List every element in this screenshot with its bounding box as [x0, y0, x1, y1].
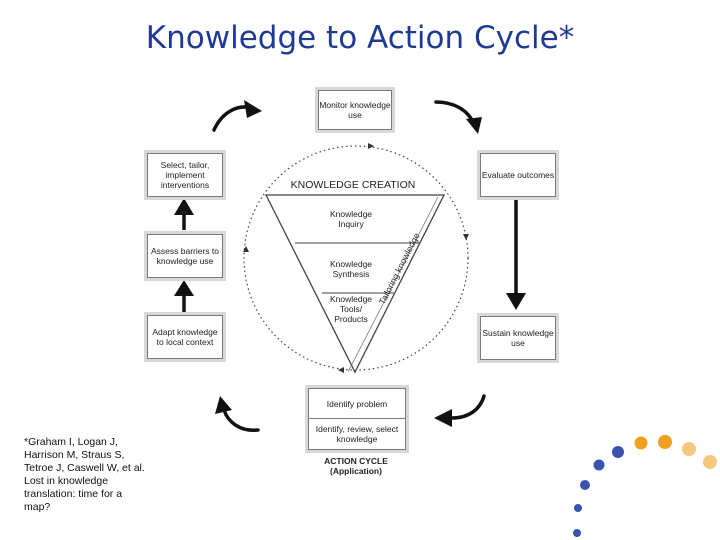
- identify-box: Identify problem Identify, review, selec…: [308, 388, 406, 450]
- knowledge-funnel: [264, 194, 446, 374]
- decor-dot: [593, 459, 605, 471]
- decor-dot: [634, 436, 648, 450]
- action-cycle-title: ACTION CYCLE: [324, 456, 388, 466]
- arrow-assess-to-select: [174, 198, 194, 230]
- circle-arrowhead-top: [368, 143, 374, 149]
- action-cycle-subtitle: (Application): [330, 466, 382, 476]
- cycle-arrow-bottom-right: [434, 394, 486, 427]
- circle-arrowhead-left: [243, 246, 249, 252]
- action-cycle-label: ACTION CYCLE (Application): [306, 456, 406, 476]
- identify-review-select-cell: Identify, review, select knowledge: [309, 418, 405, 448]
- decor-dot: [573, 529, 581, 537]
- evaluate-outcomes-box: Evaluate outcomes: [480, 153, 556, 197]
- identify-problem-cell: Identify problem: [326, 398, 388, 409]
- cycle-arrow-top-left: [212, 100, 262, 132]
- slide-title: Knowledge to Action Cycle*: [145, 20, 575, 56]
- arrow-evaluate-to-sustain: [506, 197, 526, 310]
- decor-dot: [682, 442, 696, 456]
- citation-text: *Graham I, Logan J, Harrison M, Straus S…: [24, 436, 145, 513]
- sustain-knowledge-use-box: Sustain knowledge use: [480, 316, 556, 360]
- decor-dot: [612, 446, 624, 458]
- knowledge-creation-label: KNOWLEDGE CREATION: [291, 179, 416, 191]
- circle-arrowhead-bottom: [338, 367, 344, 373]
- decor-dot: [658, 435, 672, 449]
- circle-arrowhead-right: [463, 234, 469, 240]
- adapt-knowledge-box: Adapt knowledge to local context: [147, 315, 223, 359]
- decor-dot: [574, 504, 582, 512]
- cycle-arrow-top-right: [434, 100, 482, 134]
- monitor-knowledge-use-box: Monitor knowledge use: [318, 90, 392, 130]
- decor-dot: [703, 455, 717, 469]
- funnel-inner-edge: [347, 196, 439, 373]
- select-tailor-implement-box: Select, tailor, implement interventions: [147, 153, 223, 197]
- arrow-adapt-to-assess: [174, 280, 194, 312]
- assess-barriers-box: Assess barriers to knowledge use: [147, 234, 223, 278]
- decor-dot: [580, 480, 590, 490]
- cycle-arrow-bottom-left: [215, 396, 260, 432]
